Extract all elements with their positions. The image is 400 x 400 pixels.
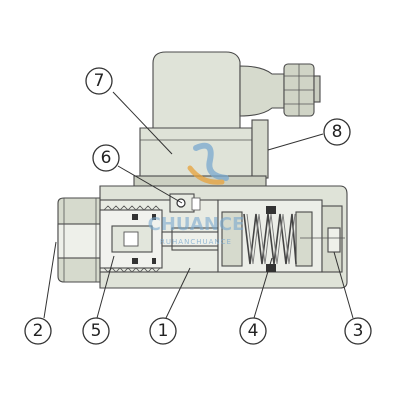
piston-assembly <box>99 205 163 273</box>
callout-label-3: 3 <box>353 321 364 341</box>
spring-chamber <box>217 199 323 273</box>
callout-2: 2 <box>24 317 52 345</box>
leader-lines <box>43 91 354 319</box>
connector-housing <box>133 51 321 187</box>
callout-label-5: 5 <box>91 321 102 341</box>
housing-gasket-tab <box>251 119 269 179</box>
svg-text:CHUANCE: CHUANCE <box>148 214 245 235</box>
cable-gland-nut <box>283 63 321 117</box>
callout-5: 5 <box>82 317 110 345</box>
callout-7: 7 <box>85 67 113 95</box>
callout-label-2: 2 <box>33 321 44 341</box>
callout-4: 4 <box>239 317 267 345</box>
callout-8: 8 <box>323 118 351 146</box>
callout-3: 3 <box>344 317 372 345</box>
watermark-text: RUHANCHUANCE <box>160 238 232 246</box>
watermark-logo: CHUANCE RUHANCHUANCE <box>148 142 245 246</box>
callout-6: 6 <box>92 144 120 172</box>
callout-label-8: 8 <box>332 122 343 142</box>
callout-label-4: 4 <box>248 321 259 341</box>
callout-label-6: 6 <box>101 148 112 168</box>
adjustment-end-cap <box>300 205 345 273</box>
inlet-fitting <box>57 197 101 283</box>
compression-spring <box>243 213 297 265</box>
callout-label-1: 1 <box>158 321 169 341</box>
callout-1: 1 <box>149 317 177 345</box>
callout-label-7: 7 <box>94 71 105 91</box>
